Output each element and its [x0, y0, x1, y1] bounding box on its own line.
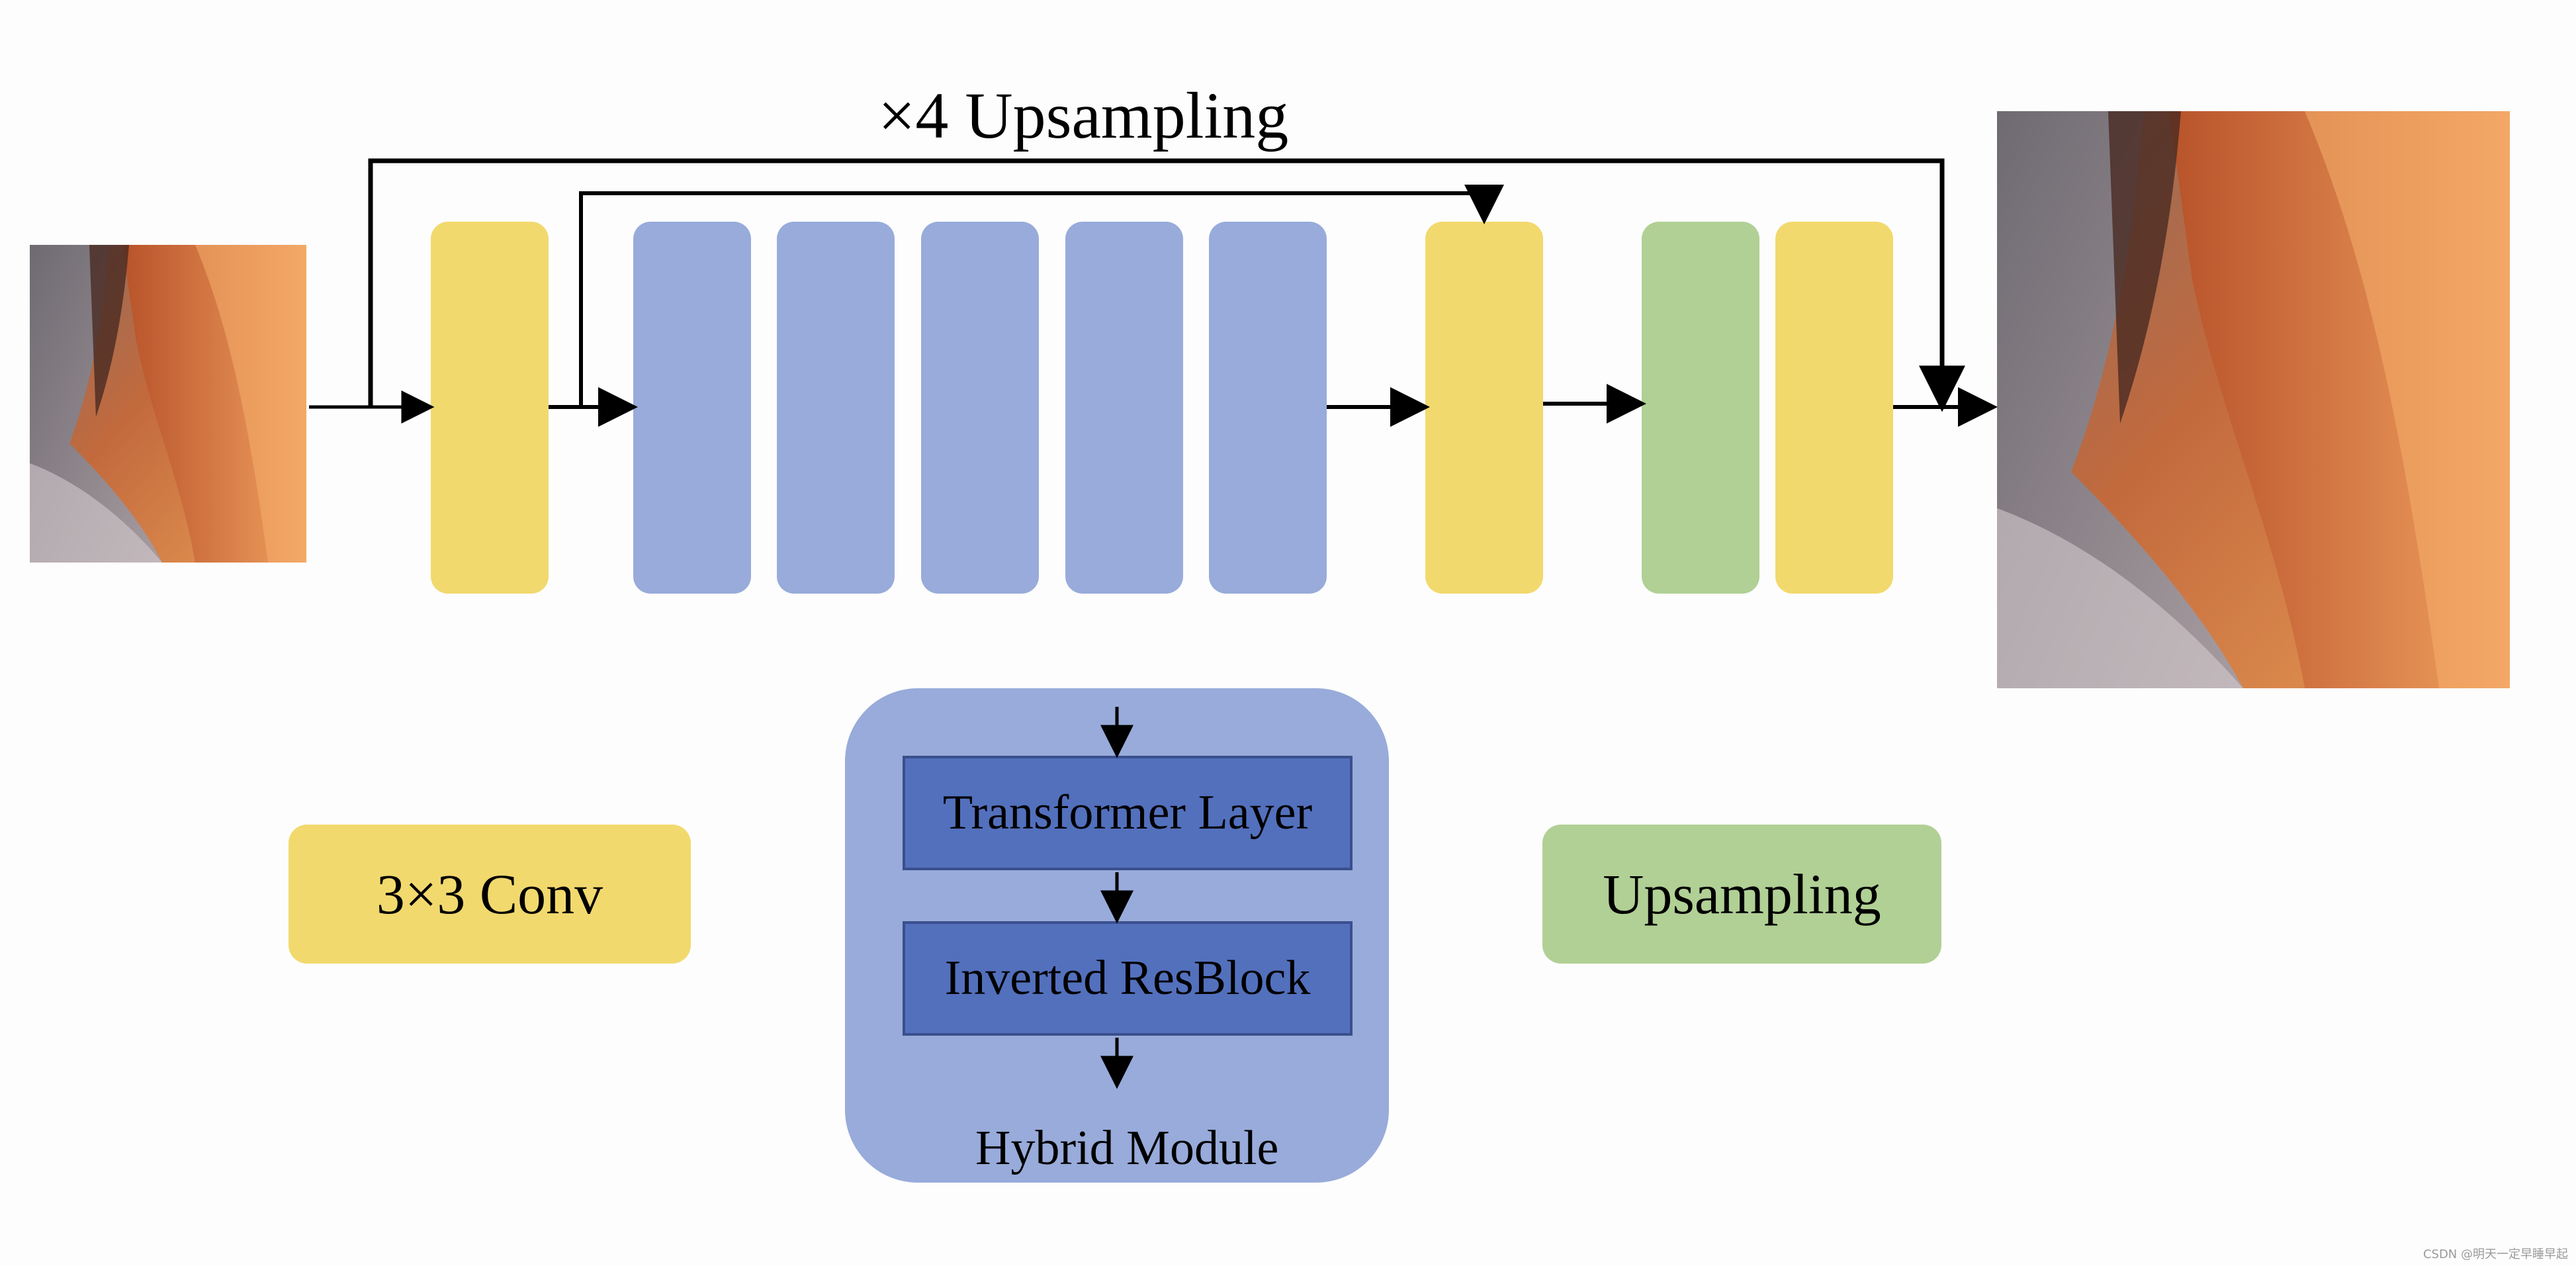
canyon-photo-icon	[30, 245, 306, 563]
conv-block-2	[1425, 222, 1543, 594]
canyon-photo-icon	[1997, 111, 2510, 688]
watermark: CSDN @明天一定早睡早起	[2422, 1247, 2568, 1261]
hybrid-block-1	[633, 222, 751, 594]
legend-upsampling: Upsampling	[1542, 825, 1941, 964]
hybrid-module-label: Hybrid Module	[975, 1121, 1279, 1175]
transformer-layer-box: Transformer Layer	[903, 756, 1353, 870]
hybrid-block-5	[1209, 222, 1327, 594]
input-image	[30, 245, 306, 563]
legend-conv: 3×3 Conv	[289, 825, 691, 964]
hybrid-block-4	[1065, 222, 1183, 594]
conv-block-1	[431, 222, 549, 594]
conv-block-3	[1775, 222, 1893, 594]
diagram-title: ×4 Upsampling	[878, 79, 1289, 152]
inner-skip-connection	[579, 185, 1504, 407]
output-image	[1997, 111, 2510, 688]
upsampling-block	[1642, 222, 1759, 594]
hybrid-block-3	[921, 222, 1039, 594]
hybrid-block-2	[777, 222, 895, 594]
inverted-resblock-box: Inverted ResBlock	[903, 921, 1353, 1036]
global-skip-connection	[368, 158, 1965, 412]
